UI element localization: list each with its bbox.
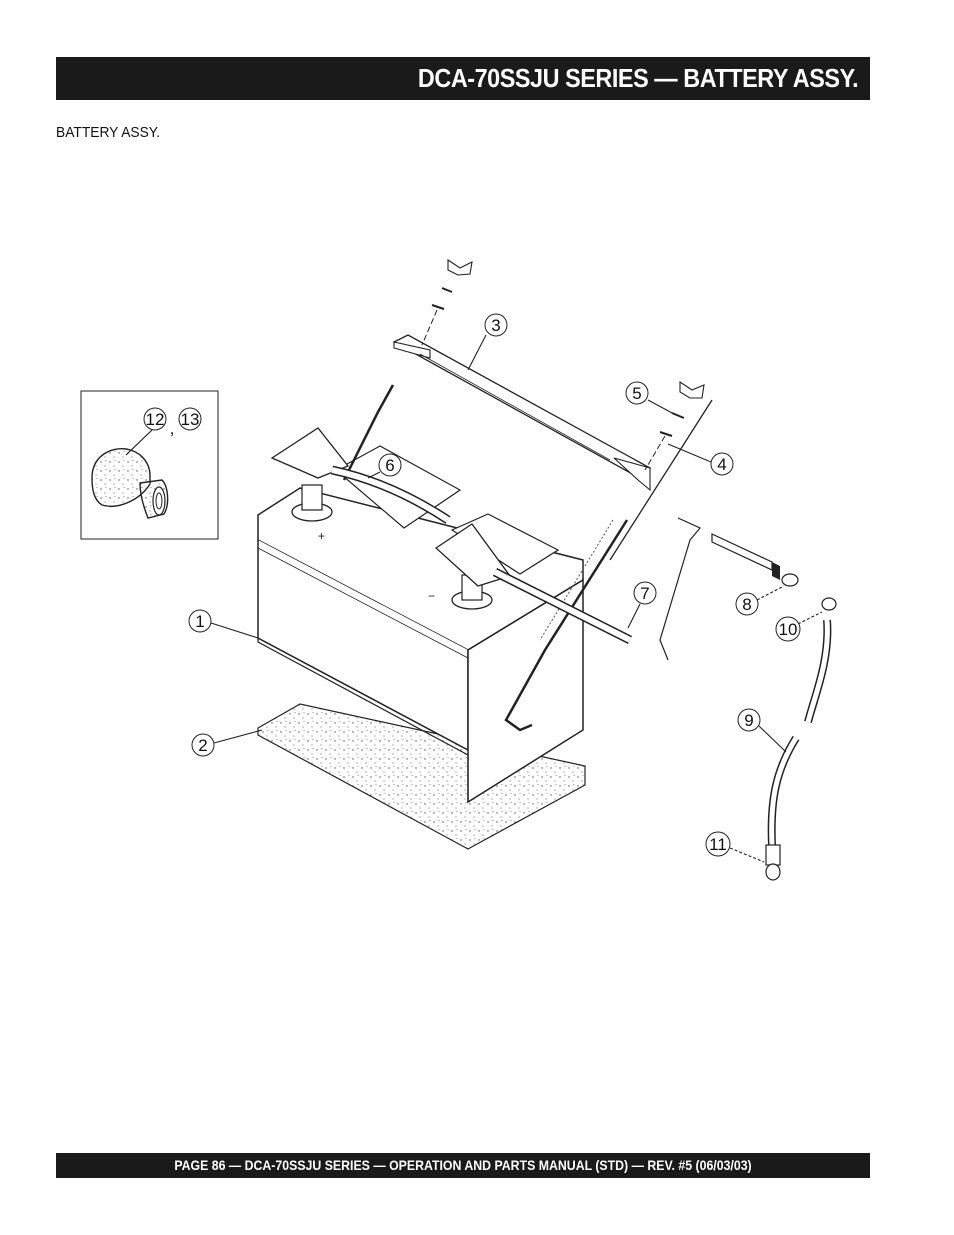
callout-10: 10 bbox=[779, 620, 798, 639]
negative-cable bbox=[434, 523, 633, 645]
callout-8: 8 bbox=[742, 595, 751, 614]
svg-text:+: + bbox=[318, 529, 325, 543]
inset-boot-panel: 12 , 13 bbox=[80, 390, 219, 540]
leader-lines bbox=[609, 399, 713, 661]
callout-separator: , bbox=[170, 419, 175, 438]
ground-cable-upper bbox=[804, 597, 837, 724]
wing-nut-hardware bbox=[421, 258, 705, 471]
section-label: BATTERY ASSY. bbox=[56, 124, 161, 141]
callout-12: 12 bbox=[146, 410, 165, 429]
terminal-bolt bbox=[711, 533, 799, 587]
terminal-boot-icon bbox=[91, 448, 169, 519]
positive-cable bbox=[270, 427, 451, 524]
page-footer-text: PAGE 86 — DCA-70SSJU SERIES — OPERATION … bbox=[174, 1157, 752, 1173]
battery-tray bbox=[257, 703, 586, 850]
callout-11: 11 bbox=[709, 835, 727, 854]
ground-cable-lower bbox=[765, 735, 800, 881]
callout-5: 5 bbox=[632, 384, 641, 403]
svg-text:−: − bbox=[428, 589, 435, 603]
callout-1: 1 bbox=[195, 612, 204, 631]
callouts: 1 2 3 4 5 6 7 8 9 10 11 bbox=[188, 313, 823, 863]
page-footer-bar: PAGE 86 — DCA-70SSJU SERIES — OPERATION … bbox=[56, 1153, 870, 1178]
callout-7: 7 bbox=[640, 584, 649, 603]
page-header-bar: DCA-70SSJU SERIES — BATTERY ASSY. bbox=[56, 57, 870, 100]
callout-4: 4 bbox=[717, 455, 726, 474]
page-title: DCA-70SSJU SERIES — BATTERY ASSY. bbox=[417, 63, 859, 93]
callout-2: 2 bbox=[198, 736, 207, 755]
callout-9: 9 bbox=[744, 711, 753, 730]
callout-6: 6 bbox=[385, 456, 394, 475]
callout-3: 3 bbox=[491, 316, 500, 335]
hold-down-bracket bbox=[392, 334, 652, 492]
callout-13: 13 bbox=[181, 410, 200, 429]
